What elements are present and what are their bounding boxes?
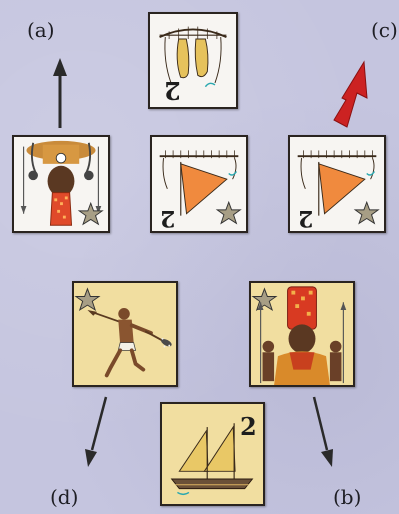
tile-canoe-bottom[interactable]: 2 (160, 402, 265, 506)
star-icon (355, 202, 378, 223)
triangle-sail (181, 164, 227, 214)
tile-chief-b[interactable] (249, 281, 355, 387)
label-d: (d) (50, 485, 78, 509)
arrow-down-d (85, 397, 106, 467)
warrior-illustration (74, 283, 176, 385)
canoe-illustration (150, 14, 236, 107)
star-icon (217, 202, 240, 223)
tile-sail-middle[interactable]: 2 (150, 135, 248, 233)
tile-canoe-top[interactable]: 2 (148, 12, 238, 109)
tile-warrior[interactable] (72, 281, 178, 387)
chief-escort-illustration (251, 283, 353, 385)
star-icon (253, 289, 276, 310)
arrow-up-a (53, 58, 67, 128)
triangle-sail (319, 164, 365, 214)
tile-number: 2 (298, 205, 313, 231)
label-b: (b) (333, 485, 361, 509)
chief-illustration (14, 137, 108, 231)
arrow-down-b (314, 397, 333, 467)
tile-chief-a[interactable] (12, 135, 110, 233)
label-a: (a) (27, 18, 55, 42)
tile-number: 2 (160, 205, 175, 231)
tile-sail-c[interactable]: 2 (288, 135, 386, 233)
star-icon (76, 289, 99, 310)
tile-number: 2 (164, 76, 181, 105)
arrow-red-c (334, 62, 367, 127)
label-c: (c) (371, 18, 398, 42)
tile-number: 2 (240, 412, 257, 441)
